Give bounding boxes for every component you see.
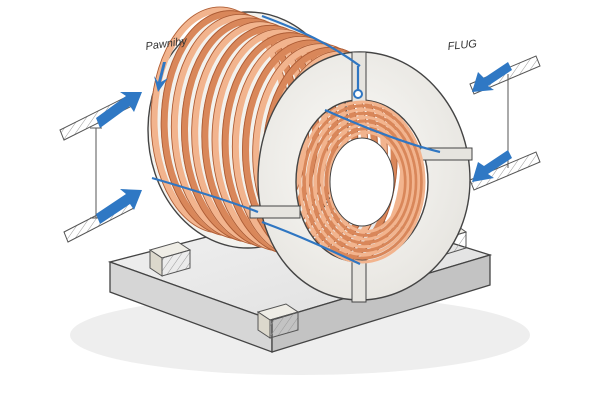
mounting-block-left: [148, 241, 192, 277]
strap-lower: [151, 176, 259, 214]
arrow-out-bottom-icon: [472, 150, 512, 182]
strap-top: [261, 14, 361, 67]
arrow-left-icon: [472, 62, 512, 182]
label-right: FLUG: [447, 38, 478, 53]
inner-winding-turn: [313, 115, 415, 249]
core-front-ring: [249, 51, 473, 303]
mounting-block-front: [256, 303, 300, 339]
arrow-right-icon: [96, 62, 168, 224]
core-hole: [329, 137, 395, 227]
arrow-in-top-icon: [96, 92, 142, 128]
inner-winding-turn: [298, 100, 426, 264]
blue-straps: [151, 14, 441, 265]
inner-winding-turn: [317, 119, 412, 245]
arrow-left-label-icon: [154, 62, 168, 92]
arrow-in-bottom-icon: [96, 189, 142, 224]
inner-winding-turn: [305, 108, 421, 256]
strap-bottom: [261, 220, 361, 265]
arrow-out-top-icon: [472, 62, 512, 92]
strap-mid: [324, 108, 441, 154]
inner-winding-turn: [302, 104, 423, 260]
inner-winding-turn: [320, 123, 410, 241]
inner-winding-turn: [309, 111, 418, 253]
strap-clip: [353, 89, 363, 99]
label-left: Pawnihy: [145, 35, 189, 53]
inner-winding-turn: [324, 127, 407, 237]
